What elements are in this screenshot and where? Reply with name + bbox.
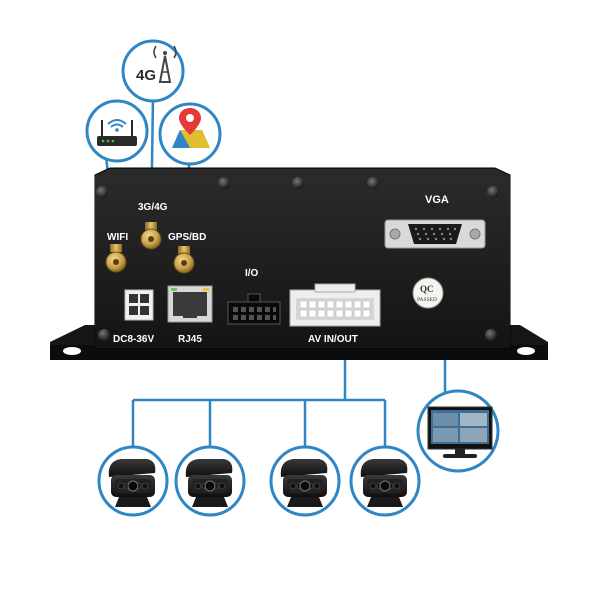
vehicle-camera-icon xyxy=(280,459,328,507)
cell-tower-icon xyxy=(153,45,177,83)
io-port xyxy=(227,293,281,325)
screw xyxy=(367,177,379,189)
camera-badge-1 xyxy=(97,445,169,517)
av-port xyxy=(289,283,381,327)
network-label: 3G/4G xyxy=(138,202,168,213)
camera-badge-2 xyxy=(174,445,246,517)
screw xyxy=(218,177,230,189)
gps-label: GPS/BD xyxy=(168,232,206,243)
monitor-icon xyxy=(427,406,493,458)
gps-badge xyxy=(158,102,222,166)
screw xyxy=(487,186,499,198)
camera-badge-4 xyxy=(349,445,421,517)
wifi-antenna-connector xyxy=(105,244,127,273)
wifi-router-badge xyxy=(85,99,149,163)
vga-port xyxy=(384,219,486,249)
qc-main-text: QC xyxy=(420,284,434,294)
screw xyxy=(485,329,497,341)
vga-label: VGA xyxy=(425,194,449,206)
gps-antenna-connector xyxy=(173,246,195,274)
wifi-label: WIFI xyxy=(107,232,128,243)
network-badge: 4G xyxy=(121,39,185,103)
badge-4g-text: 4G xyxy=(136,67,156,84)
qc-sub-text: PASSED xyxy=(417,297,437,303)
screw xyxy=(98,329,110,341)
screw xyxy=(96,186,108,198)
qc-sticker: QC PASSED xyxy=(412,277,444,309)
screw xyxy=(292,177,304,189)
rj45-label: RJ45 xyxy=(178,334,202,345)
power-label: DC8-36V xyxy=(113,334,154,345)
vehicle-camera-icon xyxy=(185,459,233,507)
camera-badge-3 xyxy=(269,445,341,517)
vehicle-camera-icon xyxy=(108,459,156,507)
power-port xyxy=(124,289,154,321)
rj45-port xyxy=(167,285,213,323)
wifi-router-icon xyxy=(97,119,137,146)
vehicle-camera-icon xyxy=(360,459,408,507)
network-antenna-connector xyxy=(140,222,162,250)
av-label: AV IN/OUT xyxy=(308,334,358,345)
monitor-badge xyxy=(416,389,500,473)
map-pin-icon xyxy=(172,108,210,148)
io-label: I/O xyxy=(245,268,259,279)
